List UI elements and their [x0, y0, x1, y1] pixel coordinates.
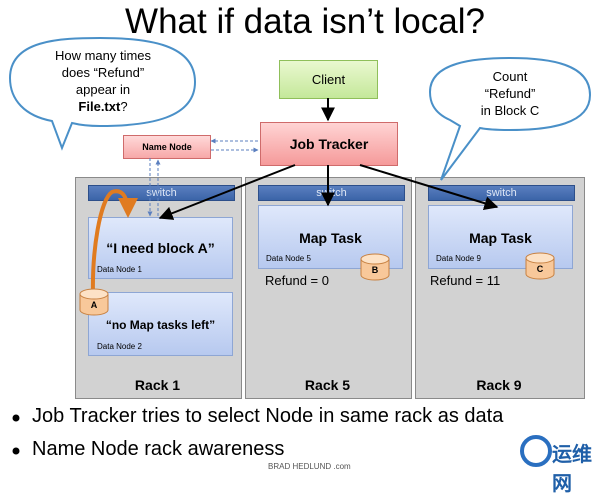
block-c-disk-icon: [525, 252, 555, 280]
block-a-disk-icon: [79, 288, 109, 316]
page-title: What if data isn’t local?: [125, 2, 485, 41]
data-node-1-label: Data Node 1: [97, 265, 142, 274]
left-bubble-line-2: does “Refund”: [61, 65, 145, 80]
bullet-dot-2: [12, 447, 20, 455]
orange-data-flow-arrow: [90, 189, 138, 296]
credit-text: BRAD HEDLUND .com: [268, 462, 351, 471]
rack-9-refund: Refund = 11: [430, 273, 501, 288]
right-bubble-line-2: “Refund”: [484, 86, 536, 101]
block-b-disk-icon: [360, 253, 390, 281]
arrow-jobtracker-to-node1: [158, 164, 296, 220]
block-b-label: B: [371, 265, 379, 275]
left-bubble-text: How many times does “Refund” appear in F…: [28, 47, 178, 115]
diagram-overlay: [8, 36, 592, 467]
question-mark: ?: [120, 99, 128, 114]
rack-5-label: Rack 5: [304, 377, 351, 393]
block-a-label: A: [90, 300, 98, 310]
arrow-jobtracker-to-node9: [359, 164, 499, 210]
data-node-1-status: “I need block A”: [106, 240, 215, 256]
rack-9-label: Rack 9: [476, 377, 522, 393]
data-node-2-status: “no Map tasks left”: [105, 318, 216, 332]
watermark-logo-icon: [520, 435, 552, 467]
data-node-5-label: Data Node 5: [266, 254, 311, 263]
job-tracker-box: Job Tracker: [260, 122, 398, 166]
rack-1-label: Rack 1: [134, 377, 181, 393]
data-node-9-label: Data Node 9: [436, 254, 481, 263]
left-bubble-line-1: How many times: [54, 48, 152, 63]
data-node-9-task: Map Task: [469, 230, 532, 246]
data-node-2: “no Map tasks left” Data Node 2: [88, 292, 233, 356]
right-bubble-line-3: in Block C: [480, 103, 540, 118]
left-bubble-line-4: File.txt?: [28, 98, 178, 115]
block-c-label: C: [536, 264, 544, 274]
speech-bubble-right: [428, 56, 592, 181]
bullet-dot-1: [12, 414, 20, 422]
right-bubble-line-1: Count: [492, 69, 528, 84]
data-node-1: “I need block A” Data Node 1: [88, 217, 233, 279]
left-bubble-line-3: appear in: [75, 82, 131, 97]
bullet-2: Name Node rack awareness: [32, 438, 285, 460]
file-name: File.txt: [78, 99, 121, 114]
name-node-box: Name Node: [123, 135, 211, 159]
client-box: Client: [279, 60, 378, 99]
data-node-5-task: Map Task: [299, 230, 362, 246]
bullet-1: Job Tracker tries to select Node in same…: [32, 405, 504, 427]
data-node-2-label: Data Node 2: [97, 342, 142, 351]
rack-5-refund: Refund = 0: [265, 273, 329, 288]
right-bubble-text: Count “Refund” in Block C: [445, 68, 575, 119]
watermark-text: 运维网: [552, 444, 592, 495]
speech-bubble-left: [8, 36, 197, 151]
